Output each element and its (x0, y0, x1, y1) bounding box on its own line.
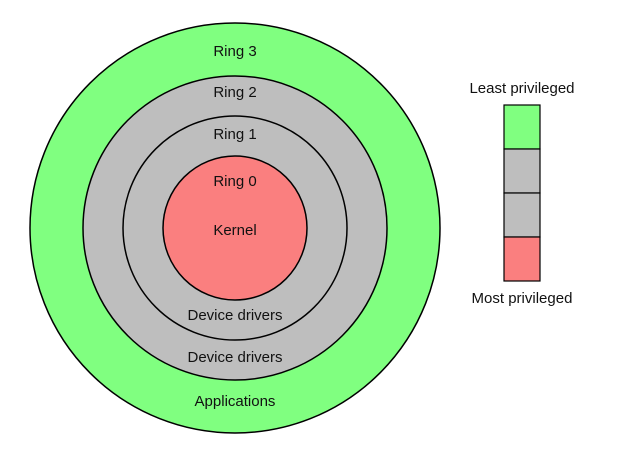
legend-segment-ring-3 (503, 104, 541, 150)
privilege-legend-bar (503, 104, 541, 282)
legend-segment-ring-2 (503, 148, 541, 194)
ring-2-label: Ring 2 (213, 84, 256, 101)
least-privileged-label: Least privileged (469, 80, 574, 97)
ring-0-circle (162, 155, 308, 301)
most-privileged-label: Most privileged (472, 290, 573, 307)
ring-0-label: Ring 0 (213, 173, 256, 190)
kernel-label: Kernel (213, 222, 256, 239)
legend-segment-ring-1 (503, 192, 541, 238)
ring-1-sublabel: Device drivers (187, 307, 282, 324)
ring-2-sublabel: Device drivers (187, 349, 282, 366)
ring-3-label: Ring 3 (213, 43, 256, 60)
legend-segment-ring-0 (503, 236, 541, 282)
applications-label: Applications (195, 393, 276, 410)
ring-1-label: Ring 1 (213, 126, 256, 143)
